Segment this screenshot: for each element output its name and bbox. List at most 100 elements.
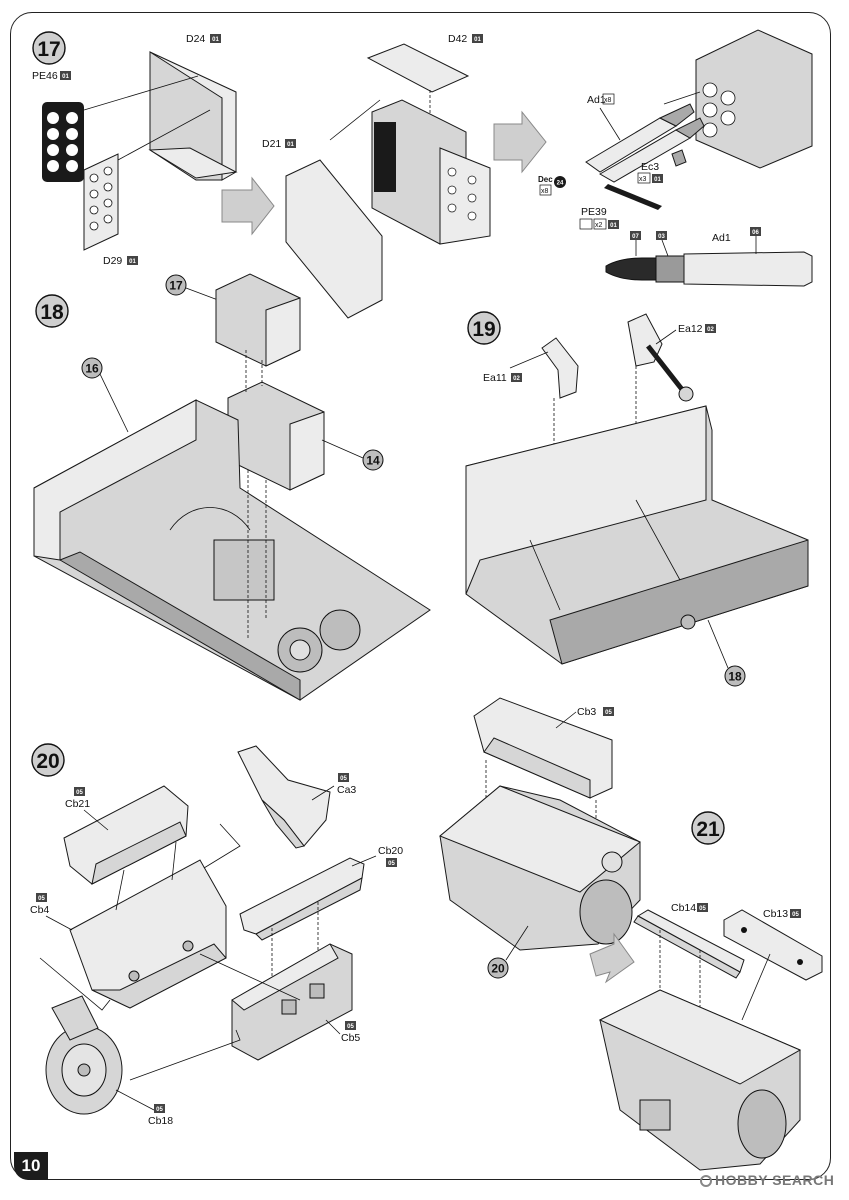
sprue-tag xyxy=(127,256,138,265)
ref-17-badge xyxy=(165,274,187,296)
hull-rear-wall xyxy=(465,405,707,595)
sprue-tag xyxy=(154,1104,165,1113)
svg-text:x8: x8 xyxy=(604,97,612,104)
d24-label: D24 xyxy=(186,33,205,45)
d29-assembled xyxy=(439,147,491,245)
svg-text:03: 03 xyxy=(658,234,665,240)
cb20-side xyxy=(255,877,363,941)
step-20: 20 05 Cb21 05 Cb4 05 Ca3 Cb20 05 xyxy=(30,743,403,1127)
arrow-right xyxy=(493,110,547,174)
cb18-bracket xyxy=(51,995,99,1041)
svg-text:06: 06 xyxy=(752,230,759,236)
sprue-tag xyxy=(511,373,522,382)
svg-text:01: 01 xyxy=(212,37,219,43)
svg-text:01: 01 xyxy=(610,223,617,229)
svg-text:05: 05 xyxy=(388,861,395,867)
svg-text:02: 02 xyxy=(707,327,714,333)
svg-text:05: 05 xyxy=(38,896,45,902)
d42-label: D42 xyxy=(448,33,467,45)
decal-badge xyxy=(554,176,566,188)
rack-17-face xyxy=(265,297,301,367)
sprue-tag xyxy=(74,787,85,796)
svg-text:05: 05 xyxy=(605,710,612,716)
ref-16: 16 xyxy=(85,362,99,376)
ref-20: 20 xyxy=(491,962,505,976)
svg-text:05: 05 xyxy=(156,1107,163,1113)
ad1-bottom-label: Ad1 xyxy=(712,232,731,244)
ref-14-badge xyxy=(362,449,384,471)
hull-wall xyxy=(33,399,197,561)
qty-box xyxy=(637,172,651,184)
cb14-side xyxy=(633,915,741,979)
svg-text:02: 02 xyxy=(513,376,520,382)
sprue-tag xyxy=(603,707,614,716)
sprue-tag xyxy=(790,909,801,918)
pe39-label: PE39 xyxy=(581,206,607,218)
sprue-tag xyxy=(210,34,221,43)
d24-back xyxy=(149,51,223,181)
sprue-tag xyxy=(656,231,667,240)
svg-text:x2: x2 xyxy=(595,222,603,229)
ref-18-badge xyxy=(724,665,746,687)
sprue-tag xyxy=(697,903,708,912)
d29-plate xyxy=(83,153,119,251)
ca3-edge xyxy=(261,799,305,849)
rack-14-face xyxy=(289,411,325,491)
cb3-side xyxy=(483,737,591,799)
ref-14: 14 xyxy=(366,454,380,468)
pe46-plate xyxy=(42,102,84,182)
sprue-tag xyxy=(285,139,296,148)
svg-text:05: 05 xyxy=(340,776,347,782)
watermark-logo-icon xyxy=(700,1175,712,1187)
sprue-tag xyxy=(652,174,663,183)
arrow-down-right xyxy=(589,932,635,984)
step-17-number: 17 xyxy=(37,38,60,61)
ref-16-badge xyxy=(81,357,103,379)
hull-front-plate xyxy=(549,539,809,665)
shell-ad1-detail xyxy=(605,251,813,287)
sprue-tag xyxy=(36,893,47,902)
sprue-tag xyxy=(630,231,641,240)
ec3-label: Ec3 xyxy=(641,161,659,173)
step-21: 21 Cb3 05 20 Cb14 05 Cb13 05 xyxy=(439,697,823,1171)
watermark-text: HOBBY SEARCH xyxy=(715,1172,835,1188)
ea11-label: Ea11 xyxy=(483,372,507,384)
cb21-side xyxy=(91,821,187,885)
transmission xyxy=(213,539,275,601)
svg-text:01: 01 xyxy=(654,177,661,183)
sprue-tag xyxy=(60,71,71,80)
ea12-label: Ea12 xyxy=(678,323,703,335)
cb13-label: Cb13 xyxy=(763,908,788,920)
svg-text:05: 05 xyxy=(347,1024,354,1030)
cb20-label: Cb20 xyxy=(378,845,403,857)
step-17: 17 PE46 01 D29 01 D24 01 xyxy=(32,29,813,319)
sprue-tag xyxy=(338,773,349,782)
svg-text:07: 07 xyxy=(632,234,639,240)
page-number: 10 xyxy=(14,1152,48,1180)
svg-text:01: 01 xyxy=(62,74,69,80)
ca3-label: Ca3 xyxy=(337,784,356,796)
pe46-label: PE46 xyxy=(32,70,58,82)
ea11-part xyxy=(541,337,579,399)
pe-icon xyxy=(579,218,593,230)
engine-top xyxy=(439,785,641,893)
svg-text:05: 05 xyxy=(76,790,83,796)
cb21-label: Cb21 xyxy=(65,798,90,810)
cb18-label: Cb18 xyxy=(148,1115,173,1127)
d24-floor xyxy=(148,147,238,179)
pe39-strip xyxy=(604,184,662,210)
cb5-top xyxy=(231,943,339,1011)
arrow-right xyxy=(221,176,275,236)
svg-text:01: 01 xyxy=(474,37,481,43)
step-20-badge xyxy=(31,743,65,777)
pe46-assembled xyxy=(374,122,396,192)
svg-text:24: 24 xyxy=(557,181,564,187)
sprue-tag xyxy=(386,858,397,867)
hull-floor-edge xyxy=(58,551,301,701)
watermark: HOBBY SEARCH xyxy=(700,1172,834,1188)
sprue-tag xyxy=(705,324,716,333)
shells-ad1 xyxy=(585,103,705,183)
ammo-rack-assembled xyxy=(695,29,813,169)
svg-text:x8: x8 xyxy=(541,188,549,195)
